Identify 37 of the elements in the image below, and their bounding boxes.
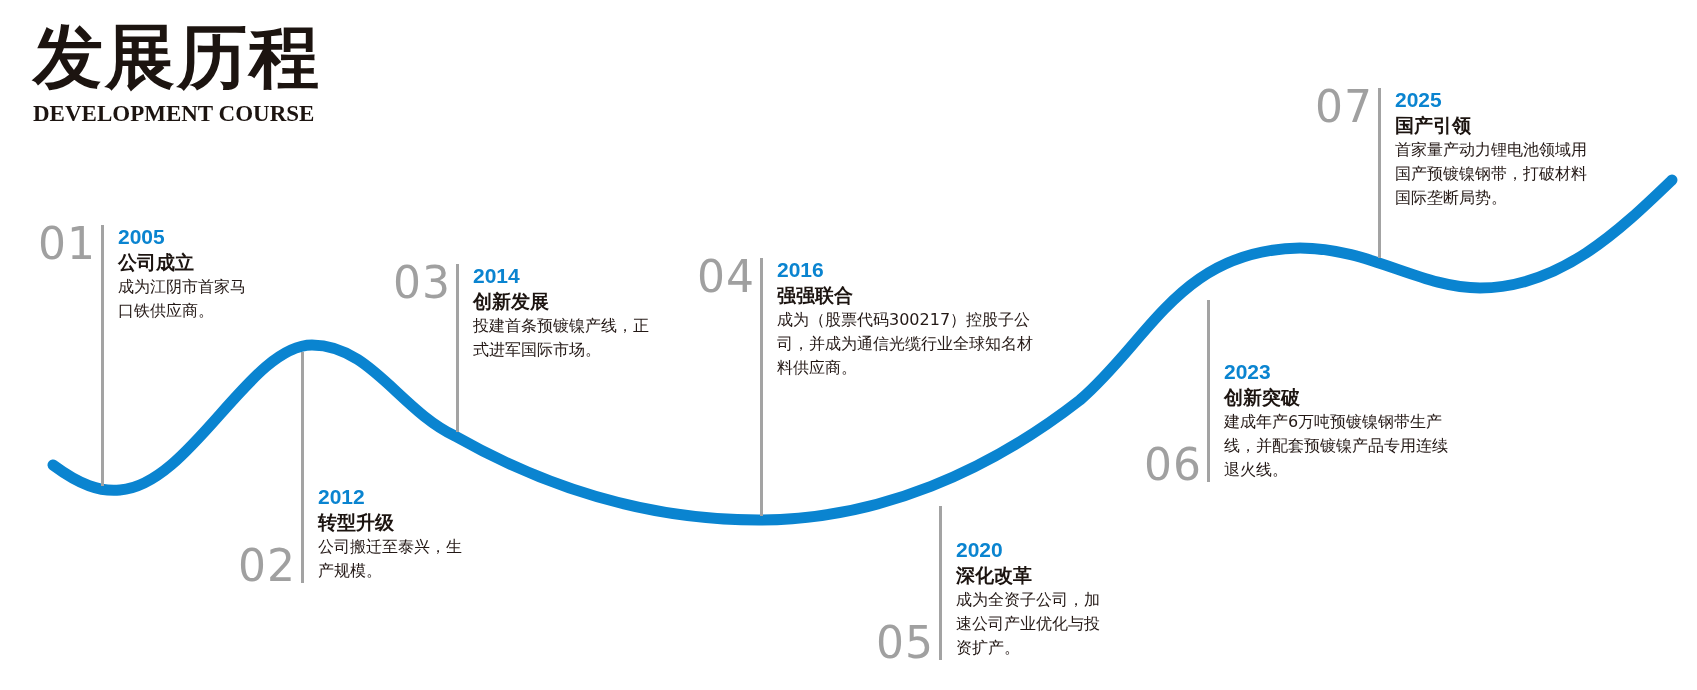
milestone-heading: 创新发展: [473, 289, 550, 314]
subtitle: DEVELOPMENT COURSE: [33, 101, 315, 127]
leader-line: [1207, 300, 1210, 360]
year-label: 2014: [473, 264, 521, 288]
milestone-heading: 国产引领: [1395, 113, 1472, 138]
milestone-description: 成为（股票代码300217）控股子公司，并成为通信光缆行业全球知名材料供应商。: [777, 309, 1034, 379]
year-label: 2023: [1224, 360, 1272, 384]
year-label: 2020: [956, 538, 1004, 562]
title: 发展历程: [33, 18, 321, 98]
milestone-heading: 创新突破: [1224, 385, 1301, 410]
milestone-description: 投建首条预镀镍产线，正式进军国际市场。: [473, 315, 650, 361]
milestone-description: 成为江阴市首家马口铁供应商。: [118, 276, 247, 322]
step-number: 06: [1144, 442, 1202, 488]
milestone-heading: 公司成立: [118, 250, 195, 275]
step-number: 01: [38, 221, 96, 267]
leader-line: [301, 352, 304, 485]
step-number: 02: [238, 543, 296, 589]
leader-line: [1378, 210, 1381, 258]
step-number: 05: [876, 620, 934, 666]
step-number: 04: [697, 254, 755, 300]
milestone-description: 首家量产动力锂电池领域用国产预镀镍钢带，打破材料国际垄断局势。: [1395, 139, 1588, 209]
step-number: 07: [1315, 84, 1373, 130]
milestone-description: 建成年产6万吨预镀镍钢带生产线，并配套预镀镍产品专用连续退火线。: [1224, 411, 1449, 481]
milestone-description: 公司搬迁至泰兴，生产规模。: [318, 536, 463, 582]
year-label: 2025: [1395, 88, 1443, 112]
leader-line: [760, 380, 763, 516]
year-label: 2016: [777, 258, 825, 282]
year-label: 2012: [318, 485, 366, 509]
milestone-description: 成为全资子公司，加速公司产业优化与投资扩产。: [956, 589, 1101, 659]
leader-line: [456, 362, 459, 432]
leader-line: [101, 323, 104, 486]
milestone-heading: 转型升级: [318, 510, 395, 535]
year-label: 2005: [118, 225, 166, 249]
step-number: 03: [393, 260, 451, 306]
milestone-heading: 强强联合: [777, 283, 854, 308]
leader-line: [939, 506, 942, 538]
milestone-heading: 深化改革: [956, 563, 1033, 588]
